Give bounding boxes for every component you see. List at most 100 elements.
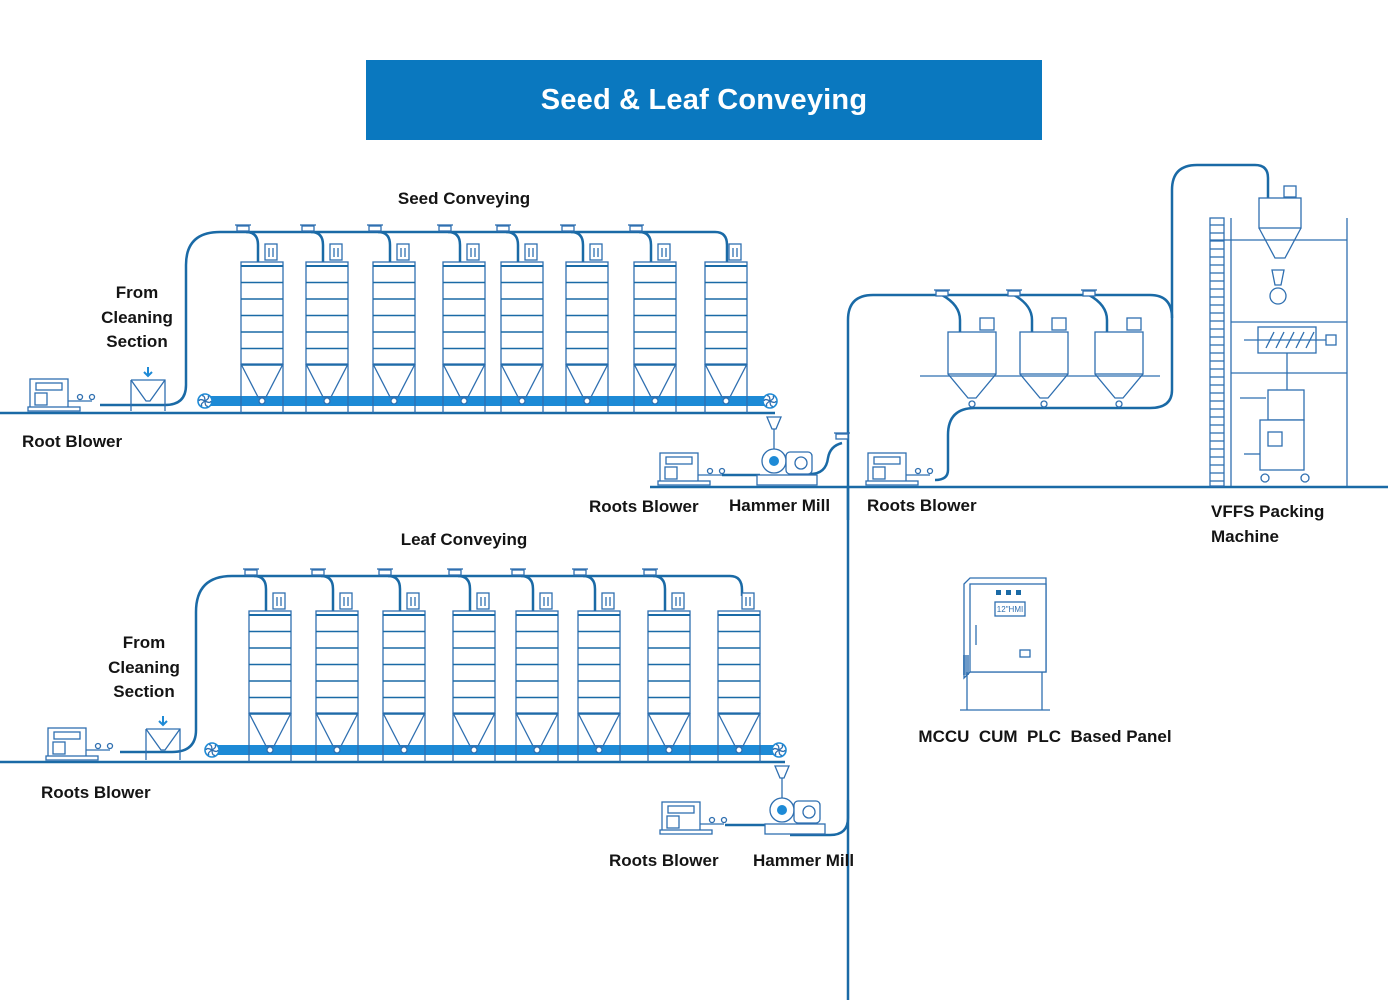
seed-silo-8 [704,243,748,413]
pressure-gauge [914,467,922,475]
silo-cone [647,712,691,747]
hopper-drop-pipe [1013,293,1034,332]
leaf-mill-blower-label: Roots Blower [609,851,719,870]
valve-body [629,225,643,232]
seed-source-label-line3: Section [106,332,167,351]
silo-cone [633,363,677,398]
fan-blade [201,395,206,402]
leaf-silo-6 [577,592,621,762]
silo-body [577,610,621,714]
hopper-frame [130,379,166,411]
silo-body [515,610,559,714]
leaf-mill-outlet-pipe [790,800,850,837]
caster-wheel [1300,473,1310,483]
fan-blade [204,395,210,402]
seed-conveying-pipe [100,230,729,407]
fan-blade [766,395,771,402]
silo-cone [442,363,486,398]
leaf-silo-1 [248,592,292,762]
filter-head [979,317,995,331]
valve-icon [235,224,251,232]
silo-cone [500,363,544,398]
leaf-screw-conveyor [212,745,780,755]
silo-body [240,261,284,365]
seed-hammer-mill-label: Hammer Mill [729,496,830,515]
seed-mill-outlet-pipe [790,441,843,476]
blower-base [27,406,81,412]
fan-blade [772,747,780,751]
seed-feed-hopper [130,367,166,411]
valve-body [1082,290,1096,297]
blower-silencer [873,456,901,465]
seed-silo-1 [240,243,284,413]
valve-icon [310,568,326,576]
leaf-conveying-pipe [120,574,744,754]
valve-body [438,225,452,232]
valve-icon [1006,289,1022,297]
rotary-valve [460,397,468,405]
seed-silo-3 [372,243,416,413]
hopper-drop-pipe [1088,293,1109,332]
pressure-gauge [708,816,716,824]
leaf-source-label-line1: From [123,633,166,652]
filter-head [329,243,343,261]
filter-head [657,243,671,261]
blower-silencer [665,456,693,465]
rotary-valve [595,746,603,754]
silo-body [305,261,349,365]
blower-silencer [667,805,695,814]
seed-silo-7 [633,243,677,413]
leaf-feed-hopper [145,716,181,760]
seed-hammer-mill [756,416,818,486]
mill-base [756,474,818,486]
fan-blade [775,744,780,751]
leaf-source-label-line2: Cleaning [108,658,180,677]
mill-feed-funnel [766,416,782,430]
valve-icon [934,289,950,297]
rotary-valve [518,397,526,405]
silo-cone [452,712,496,747]
seed-source-label-line2: Cleaning [101,308,173,327]
leaf-silo-2 [315,592,359,762]
valve-body [244,569,258,576]
valve-body [496,225,510,232]
vffs-mill [1269,287,1287,305]
leaf-hammer-mill-label: Hammer Mill [753,851,854,870]
vent-grille [963,655,969,675]
hopper-cone [947,373,997,399]
feed-arrow [158,716,168,727]
filter-head [1051,317,1067,331]
silo-body [704,261,748,365]
pressure-gauge [926,467,934,475]
silo-cone [717,712,761,747]
rotary-valve [400,746,408,754]
pressure-gauge [718,467,726,475]
pressure-gauge [706,467,714,475]
hopper-cone [130,379,166,402]
fan-icon [197,393,213,409]
panel-door [969,583,1047,673]
hopper-cone [1094,373,1144,399]
blower-base [659,829,713,835]
valve-body [935,290,949,297]
filter-head [264,243,278,261]
seed-drop-pipe [447,230,462,264]
mixer-motor [1325,334,1337,346]
hopper-body [1019,331,1069,375]
fan-blade [204,400,212,404]
seed-source-label-line1: From [116,283,159,302]
valve-icon [495,224,511,232]
blower-base [657,480,711,486]
blower-motor [666,815,680,829]
leaf-blower-label: Roots Blower [41,783,151,802]
storage-hopper-3 [1081,289,1144,408]
panel-indicator [996,590,1001,595]
silo-body [315,610,359,714]
valve-body [236,225,250,232]
valve-icon [572,568,588,576]
silo-cone [305,363,349,398]
leaf-hammer-mill [764,765,826,835]
fan-blade [769,395,775,402]
mill-hub [777,805,787,815]
rotary-valve [583,397,591,405]
